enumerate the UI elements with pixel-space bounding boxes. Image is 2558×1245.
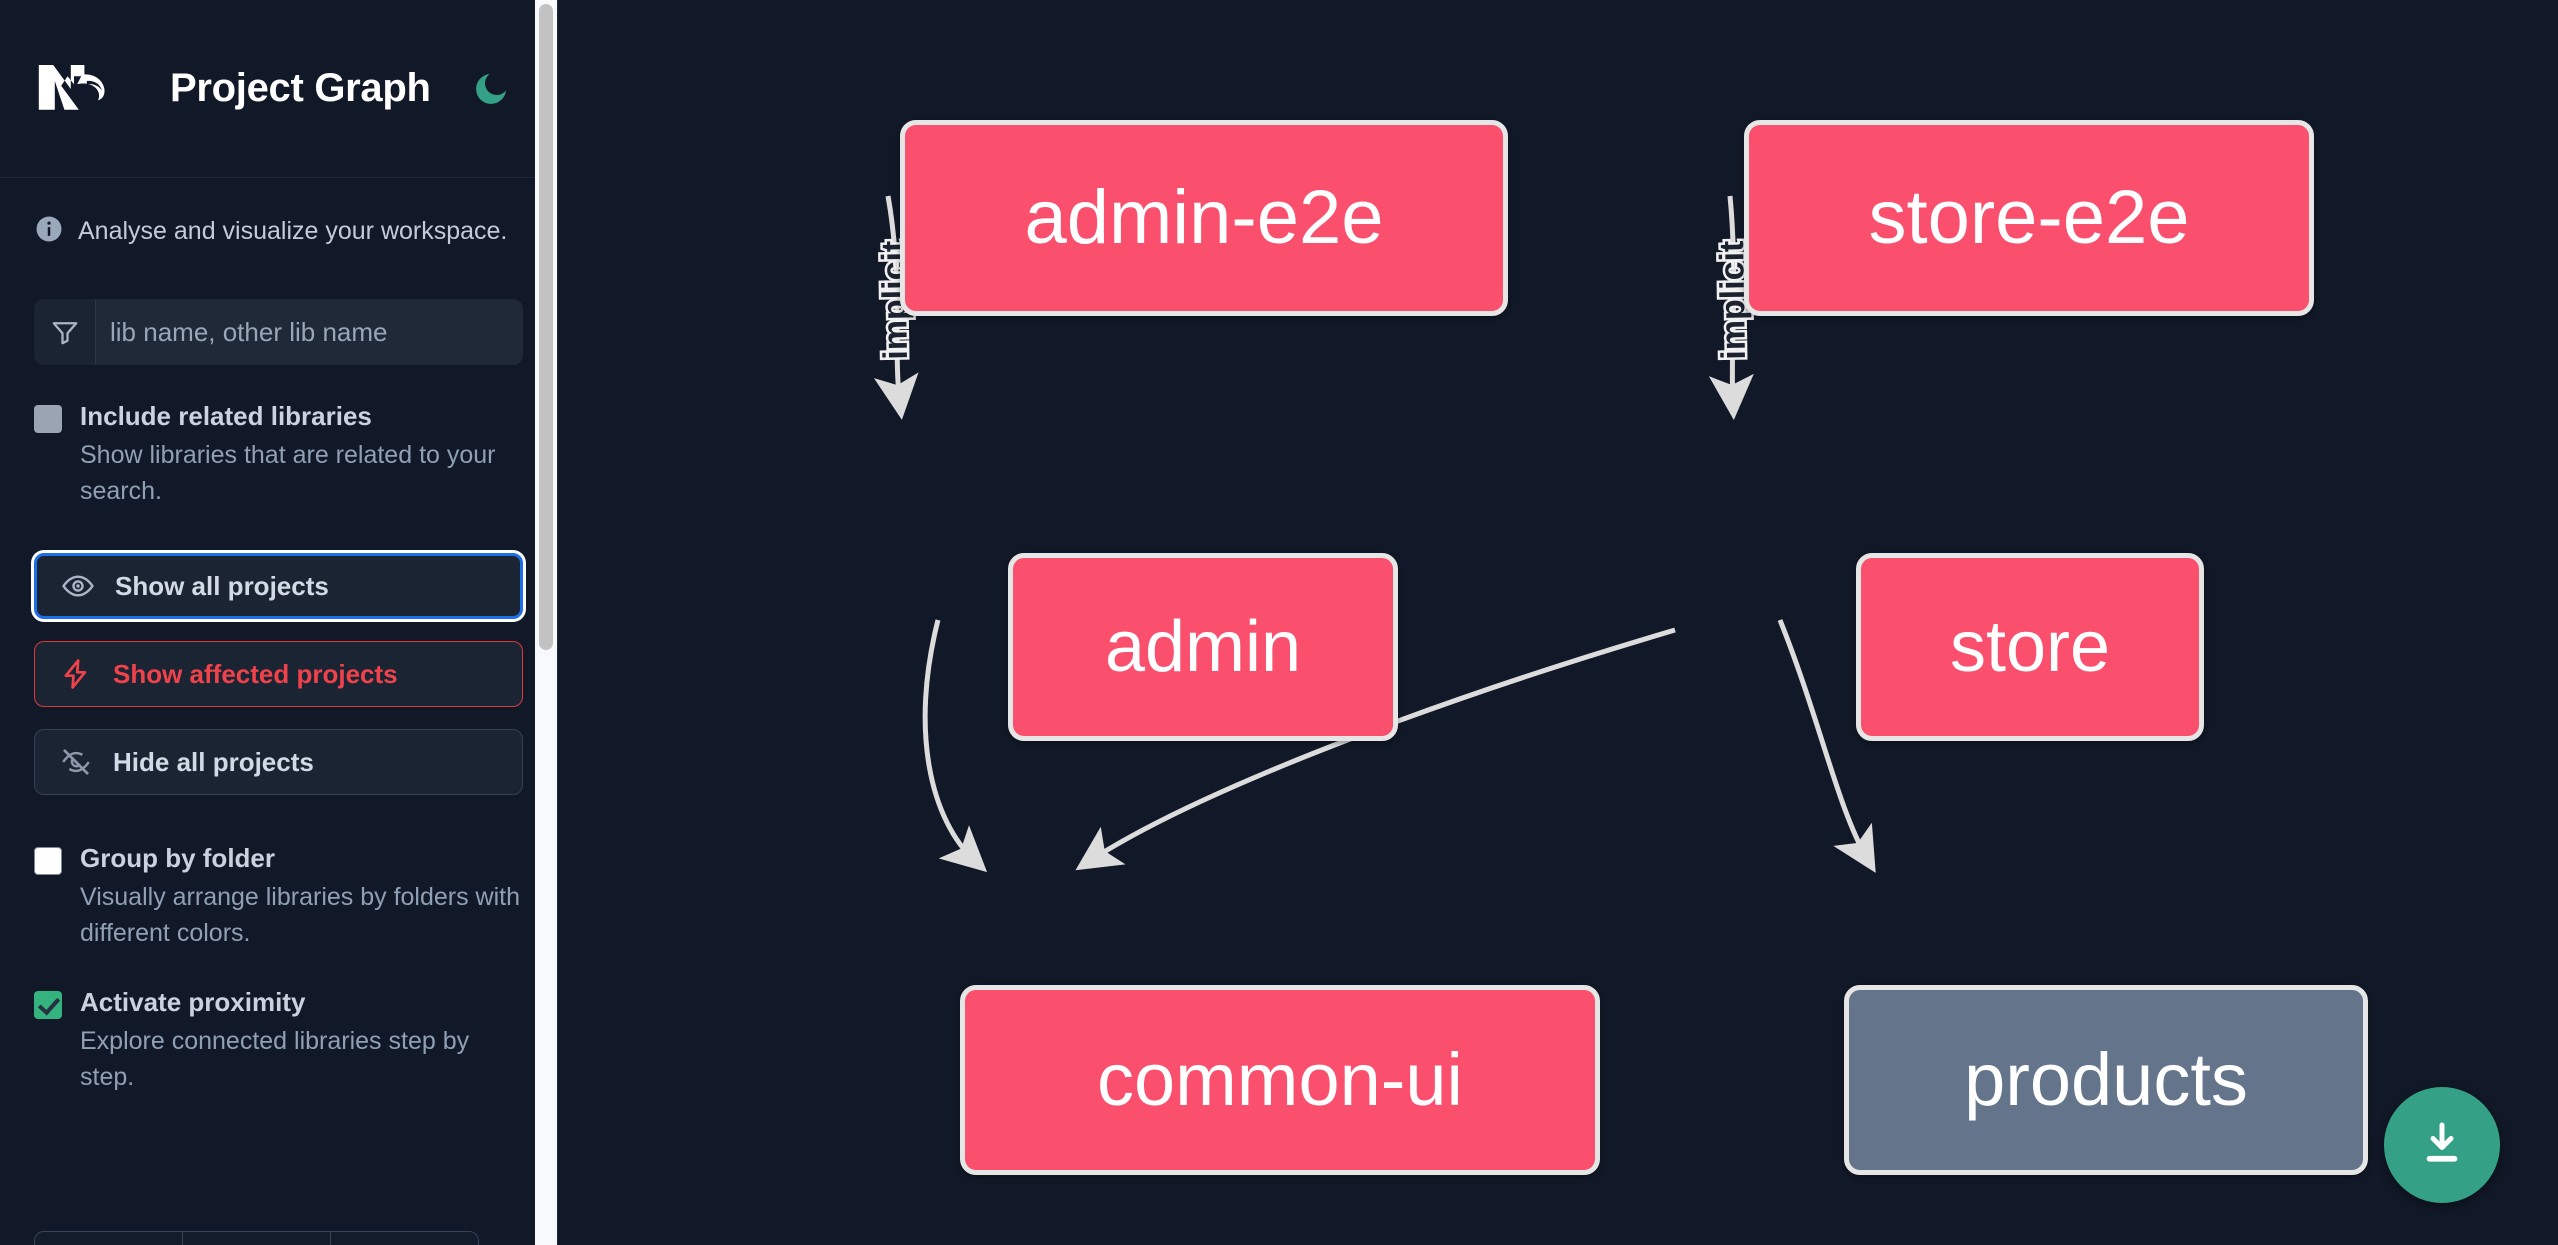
graph-node-store-e2e-label: store-e2e [1868,175,2190,260]
proximity-step-increase[interactable] [331,1232,478,1245]
app-title: Project Graph [170,66,431,110]
eye-icon [61,569,95,603]
show-affected-projects-button[interactable]: Show affected projects [34,641,523,708]
proximity-step-value[interactable] [183,1232,331,1245]
proximity-step-button-group[interactable] [34,1231,479,1245]
graph-node-products[interactable]: products [1844,985,2368,1175]
checkbox-include-related-libraries-label: Include related libraries [80,401,372,431]
graph-node-admin-e2e-label: admin-e2e [1024,175,1384,260]
graph-node-common-ui[interactable]: common-ui [960,985,1600,1175]
sidebar-scrollbar-track[interactable] [535,0,557,1245]
edge-admin-common-ui [922,619,988,873]
graph-node-common-ui-label: common-ui [1097,1038,1463,1121]
filter-row [34,299,523,365]
checkbox-group-by-folder-label: Group by folder [80,843,275,874]
hide-all-projects-button[interactable]: Hide all projects [34,729,523,796]
checkbox-activate-proximity[interactable]: Activate proximity Explore connected lib… [34,985,523,1095]
show-affected-projects-label: Show affected projects [113,658,398,689]
edge-admin-e2e-admin [873,195,919,420]
graph-canvas[interactable]: implicit implicit admin-e2e store-e2e ad… [558,0,2558,1245]
nx-logo-icon [34,56,130,122]
sidebar-scrollbar-thumb[interactable] [539,4,553,650]
checkbox-group-by-folder-box[interactable] [34,847,62,876]
graph-node-store-label: store [1949,607,2111,687]
sidebar: Project Graph Analyse and visualize your… [0,0,558,1245]
search-input[interactable] [96,299,523,365]
show-all-projects-button[interactable]: Show all projects [34,553,523,620]
sidebar-header: Project Graph [0,0,557,178]
checkbox-group-by-folder-desc: Visually arrange libraries by folders wi… [80,883,521,947]
graph-node-admin[interactable]: admin [1008,553,1398,741]
checkbox-group-by-folder[interactable]: Group by folder Visually arrange librari… [34,841,523,951]
eye-off-icon [59,745,93,779]
graph-node-admin-label: admin [1104,607,1302,687]
tagline-text: Analyse and visualize your workspace. [78,217,508,245]
checkbox-activate-proximity-desc: Explore connected libraries step by step… [80,1027,470,1091]
project-visibility-buttons: Show all projects Show affected projects [34,553,523,796]
graph-node-store[interactable]: store [1856,553,2204,741]
checkbox-include-related-libraries-desc: Show libraries that are related to your … [80,441,496,505]
funnel-icon [34,299,96,365]
hide-all-projects-label: Hide all projects [113,746,314,777]
graph-node-products-label: products [1964,1038,2248,1121]
download-graph-button[interactable] [2384,1087,2500,1203]
download-icon [2415,1116,2469,1175]
checkbox-activate-proximity-box[interactable] [34,991,62,1020]
edge-store-common-ui [1075,627,1676,871]
moon-icon[interactable] [469,67,513,111]
show-all-projects-label: Show all projects [115,570,329,601]
graph-node-store-e2e[interactable]: store-e2e [1744,120,2314,316]
checkbox-activate-proximity-label: Activate proximity [80,987,306,1018]
checkbox-include-related-libraries[interactable]: Include related libraries Show libraries… [34,399,523,509]
info-icon [34,214,64,249]
lightning-bolt-icon [59,657,93,691]
sidebar-body: Analyse and visualize your workspace. In… [0,214,557,1245]
graph-node-admin-e2e[interactable]: admin-e2e [900,120,1508,316]
edge-store-e2e-store [1708,195,1754,420]
checkbox-include-related-libraries-box[interactable] [34,405,62,433]
tagline: Analyse and visualize your workspace. [34,214,523,249]
proximity-step-decrease[interactable] [35,1232,183,1245]
edge-store-products [1777,619,1876,873]
